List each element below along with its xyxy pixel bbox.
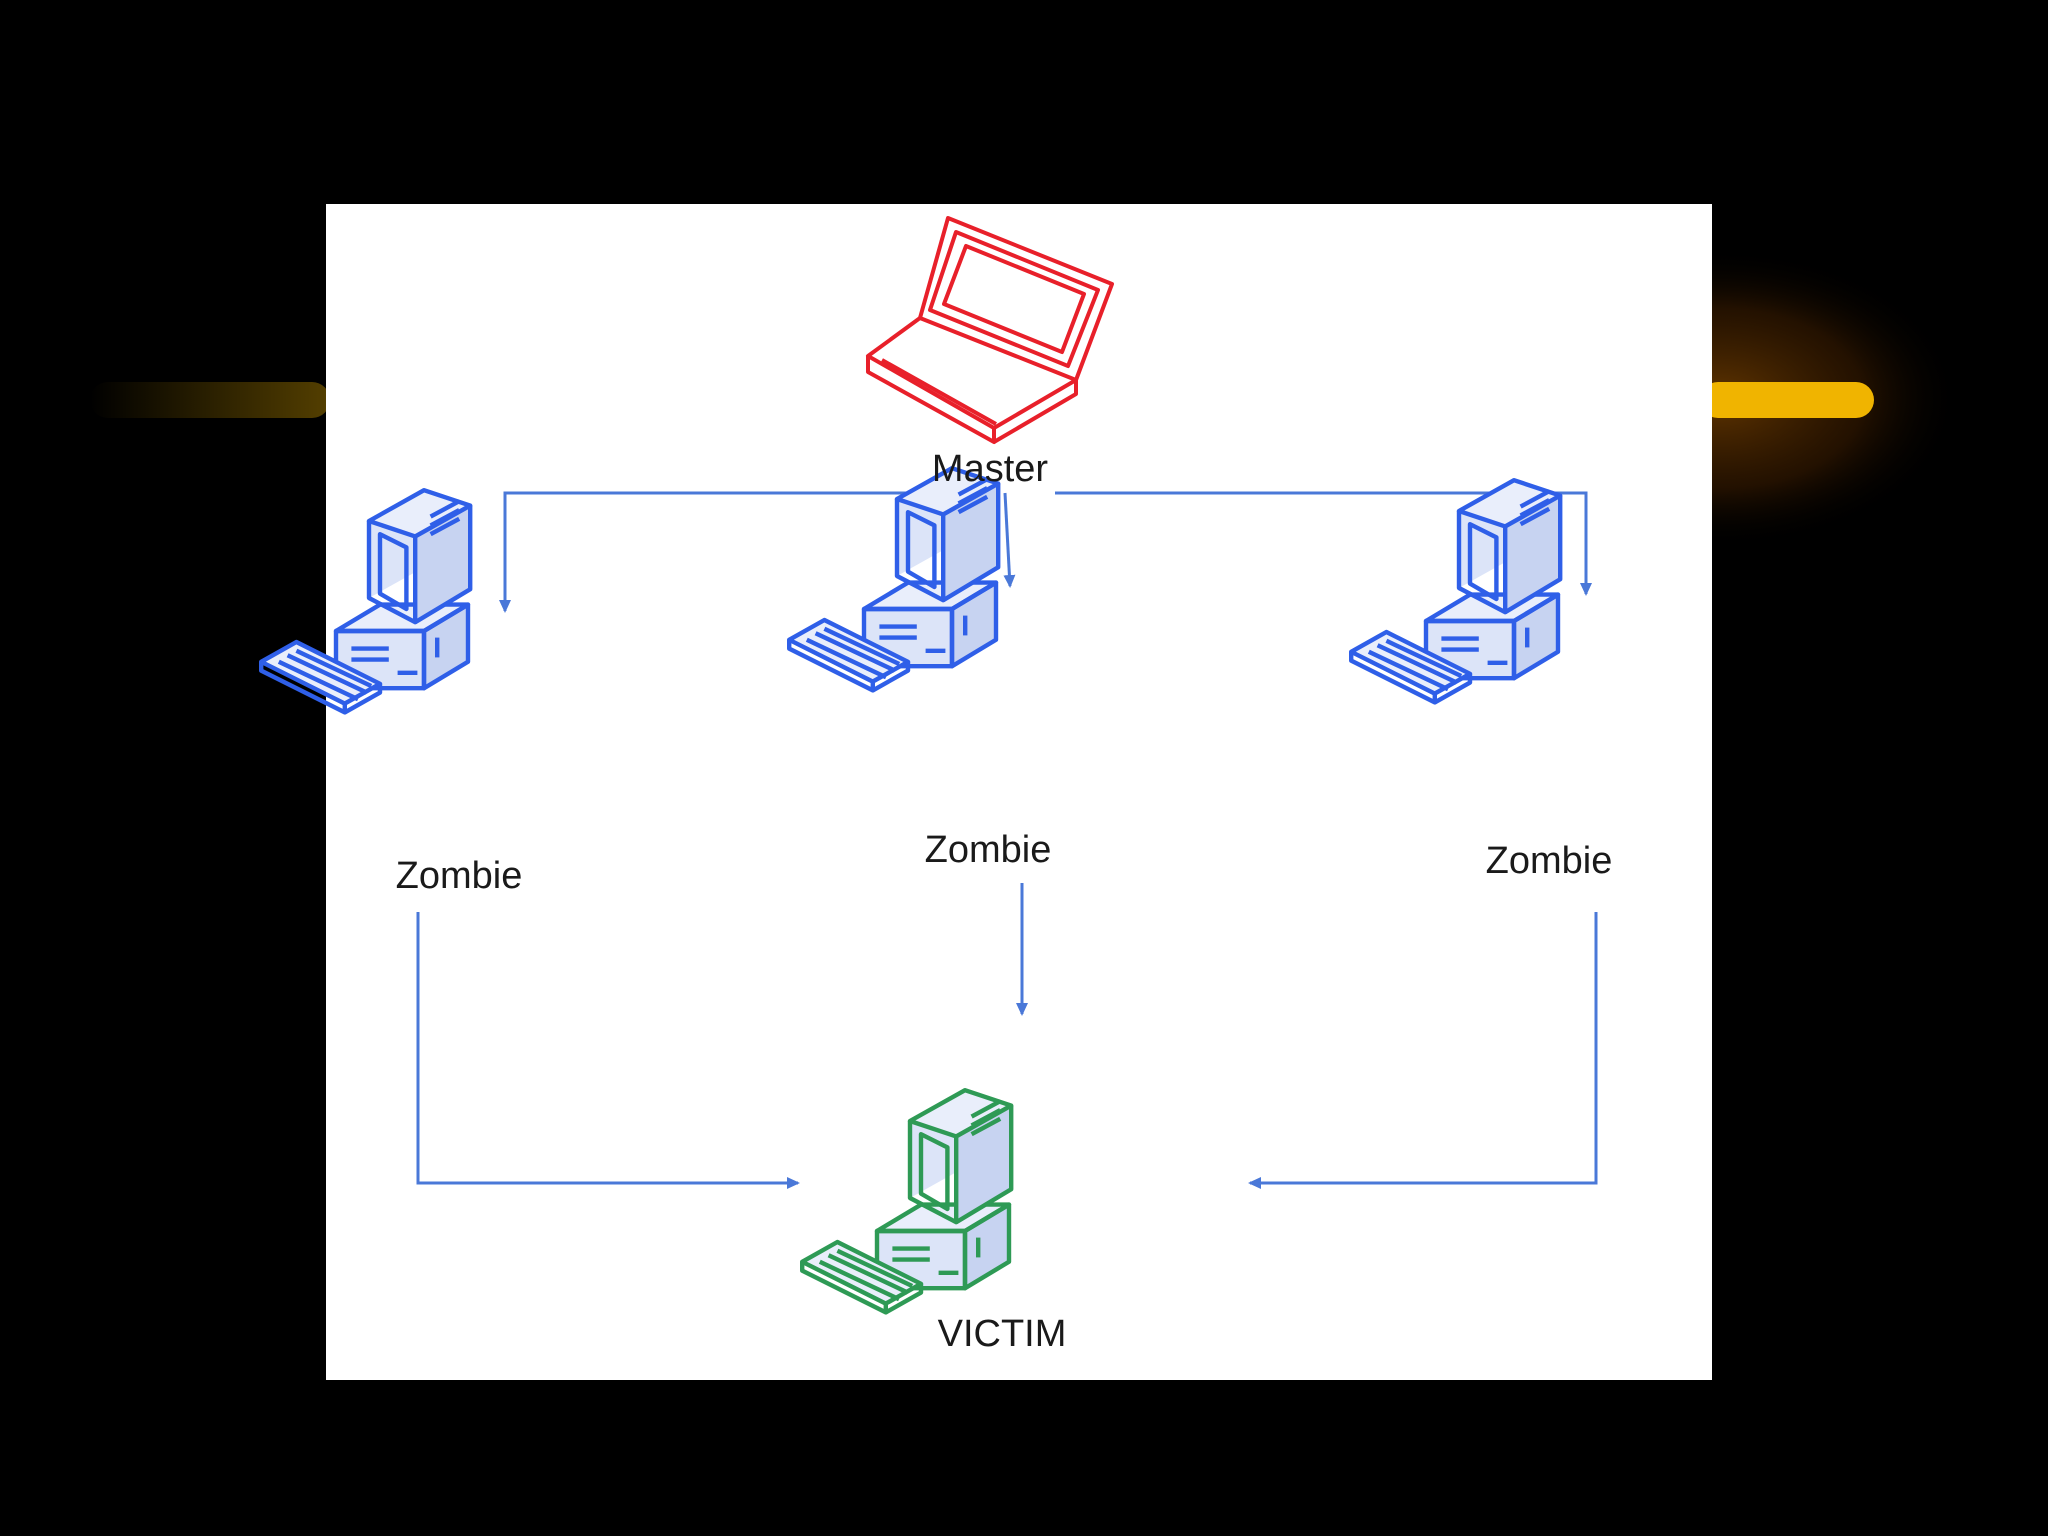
zombie-center-label: Zombie [925, 829, 1052, 871]
diagram-panel [326, 204, 1712, 1380]
victim-label: VICTIM [938, 1313, 1067, 1355]
master-label: Master [932, 448, 1048, 490]
left-accent-bar [90, 382, 330, 418]
right-accent-bar [1700, 382, 1874, 418]
zombie-left-label: Zombie [396, 855, 523, 897]
zombie-right-label: Zombie [1486, 840, 1613, 882]
